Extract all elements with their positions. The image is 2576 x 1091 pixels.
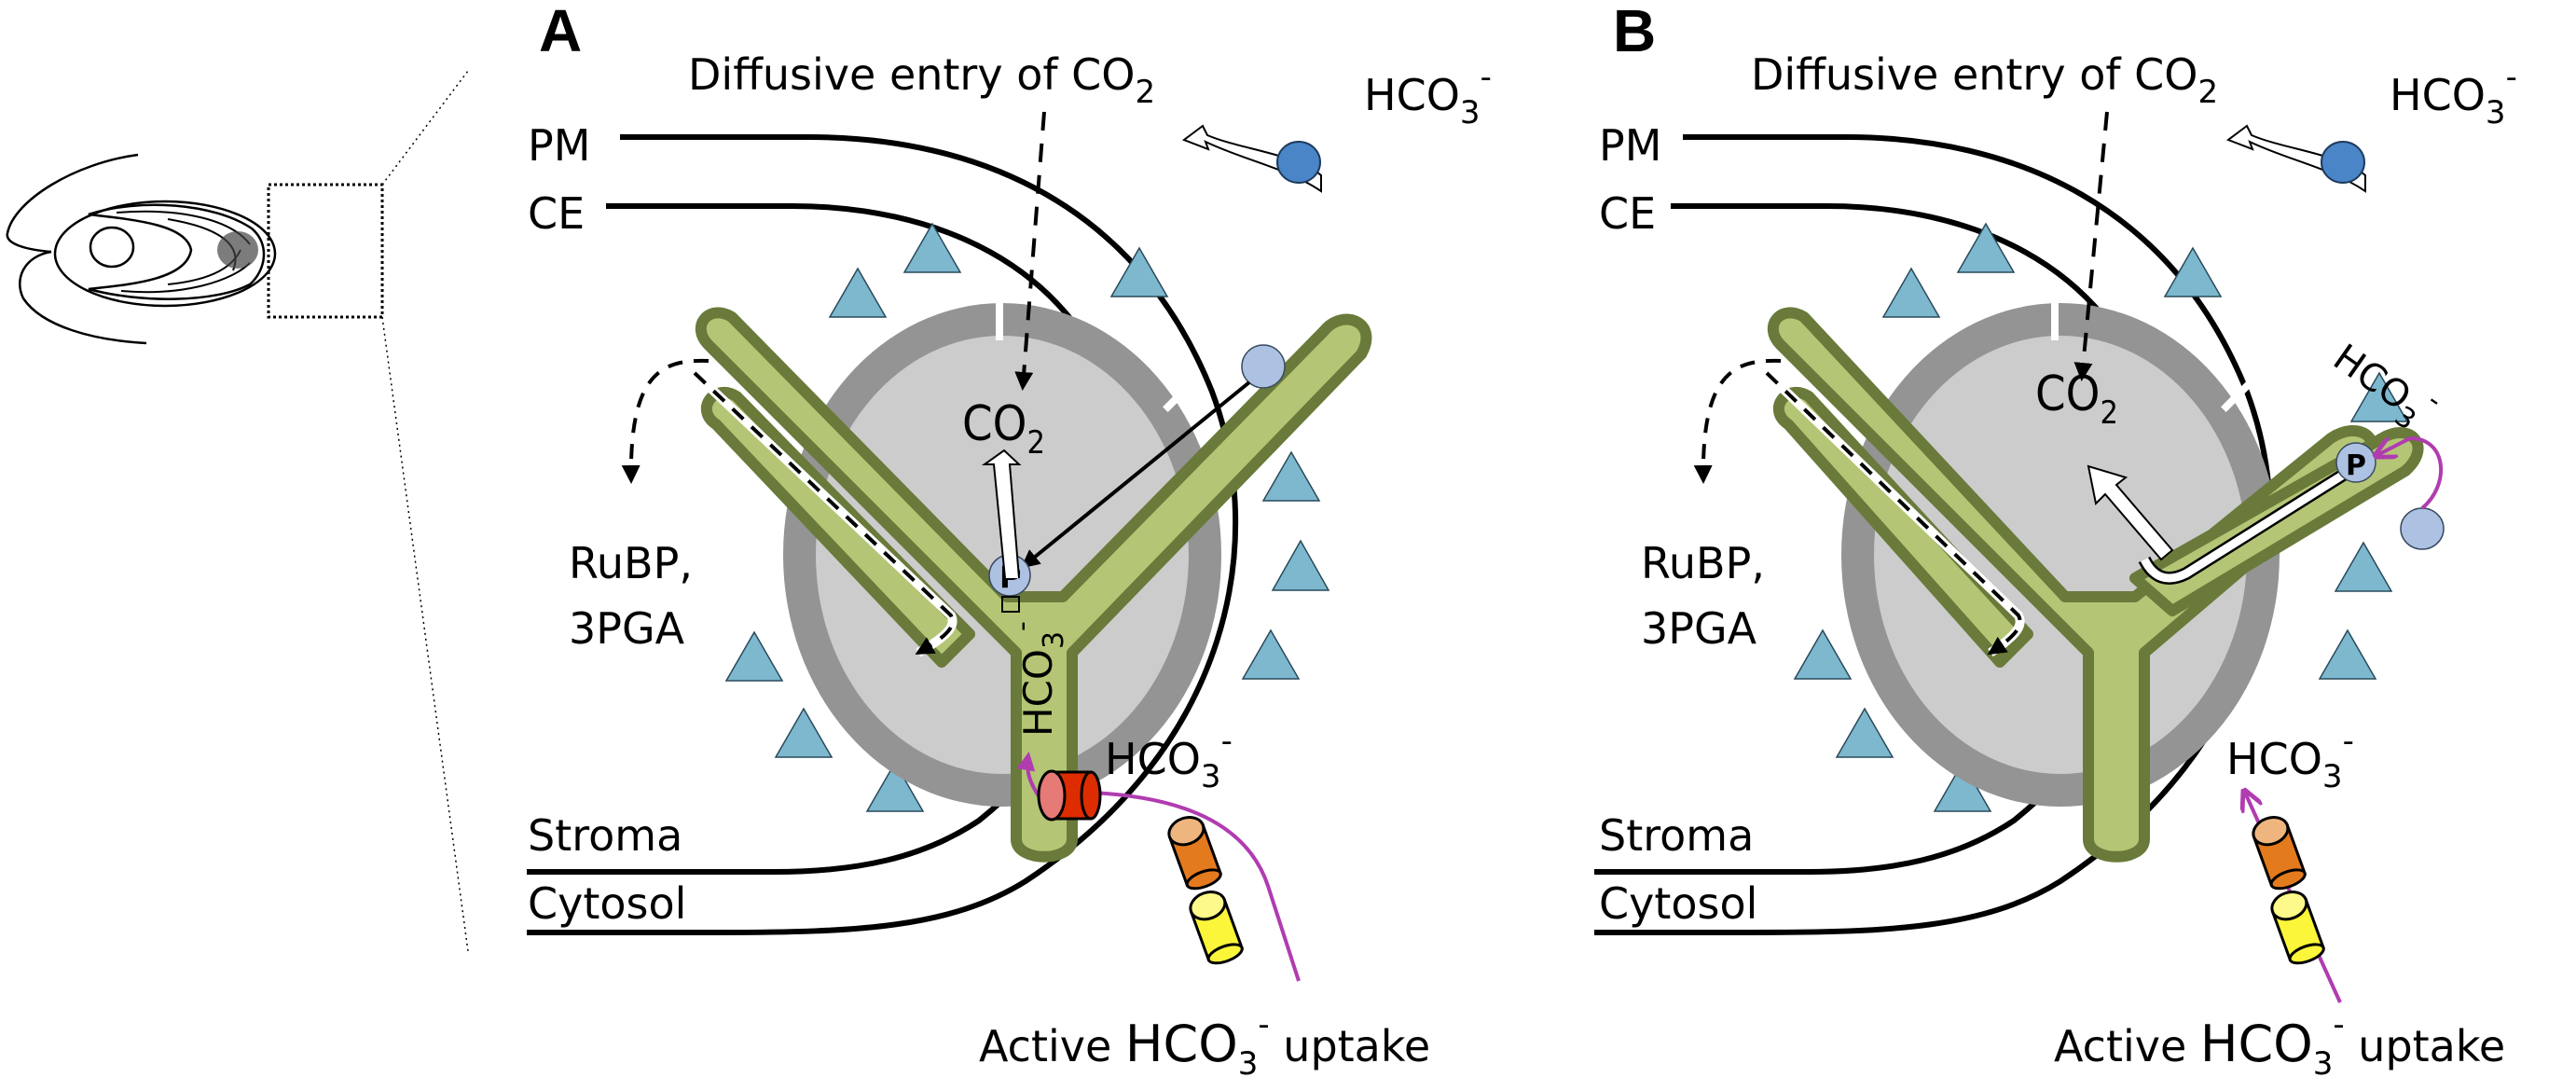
chloroplast-lamella — [120, 262, 251, 294]
p-bracket — [1001, 596, 1020, 613]
cytosol-label: Cytosol — [1599, 878, 1757, 929]
flagellum-lower — [19, 250, 147, 345]
hco3-stroma-label: HCO3- — [1105, 723, 1233, 795]
panel-b: B Diffusive entry of CO2 HCO3- PM CE — [1594, 0, 2517, 1083]
pm-label: PM — [528, 120, 590, 171]
active-uptake-label: Active HCO3- uptake — [979, 1006, 1430, 1083]
lcia-channel-icon — [2252, 815, 2307, 891]
rubisco-triangle — [1793, 628, 1853, 680]
zoom-guide-bottom — [381, 316, 469, 952]
stroma-label: Stroma — [1599, 810, 1754, 861]
hco3-carrier-distal-icon — [2400, 507, 2445, 550]
co2-diffusion-arrow — [1014, 111, 1046, 391]
zoom-region-box — [267, 183, 384, 319]
co2-pyrenoid-label: CO2 — [962, 396, 1045, 462]
nucleus — [89, 226, 135, 269]
sheath-gap — [1163, 380, 1194, 412]
rubisco-triangles — [724, 222, 1330, 812]
p-protein-icon — [2335, 442, 2376, 483]
ce-label: CE — [1599, 188, 1656, 239]
rubisco-triangle — [1881, 267, 1941, 318]
transfer-arrow — [1020, 380, 1251, 569]
bestrophin-channel-icon — [1037, 769, 1102, 822]
hco3-carrier-distal-icon — [1241, 344, 1286, 389]
stroma-label: Stroma — [528, 810, 682, 861]
rubisco-triangle — [1261, 450, 1321, 502]
co2-release-arrow — [981, 449, 1022, 579]
hco3-pump-path — [1090, 791, 1301, 982]
pyrenoid — [1841, 303, 2280, 807]
rubisco-triangle — [1109, 246, 1169, 297]
sheath-gap — [2051, 303, 2059, 340]
cell-overview-sketch — [6, 153, 277, 345]
pyrenoid-speckle — [217, 231, 258, 269]
carrier-transfer-arrow — [2377, 435, 2444, 510]
co2-diffusion-arrow — [2073, 111, 2109, 381]
active-uptake-label: Active HCO3- uptake — [2054, 1006, 2505, 1083]
ce-label: CE — [528, 188, 585, 239]
lcia-channel-icon — [1167, 815, 1222, 891]
lci-transporter-icon — [1276, 141, 1321, 184]
hla3-transporter-icon — [2270, 890, 2325, 965]
thylakoid-network — [695, 307, 1372, 863]
lumen-channel-fill — [2140, 467, 2352, 583]
hco3-external-label: HCO3- — [2390, 59, 2517, 131]
diffusive-entry-label: Diffusive entry of CO2 — [688, 49, 1155, 111]
hco3-tubule-label: HCO3- — [1006, 621, 1070, 737]
rubisco-triangle — [1271, 539, 1330, 591]
panel-a: A Diffusive entry of CO2 HCO3- PM CE — [527, 0, 1492, 1083]
cell-body — [53, 200, 277, 308]
chloroplast-outer — [88, 203, 266, 300]
rubisco-triangle — [724, 630, 784, 682]
diffusive-entry-label: Diffusive entry of CO2 — [1751, 49, 2218, 111]
rubisco-triangle — [902, 222, 962, 273]
rubisco-triangles — [1793, 222, 2409, 812]
3pga-label: 3PGA — [569, 603, 685, 654]
rubisco-triangle — [2163, 246, 2223, 297]
pyrenoid-matrix — [1874, 336, 2247, 774]
rubp-lumen-arrow-dash — [1765, 371, 2022, 656]
p-protein-label: P — [2346, 449, 2366, 482]
cytosol-label: Cytosol — [528, 878, 686, 929]
rubisco-triangle — [2334, 541, 2393, 592]
rubisco-triangle — [1835, 707, 1894, 758]
panel-letter-b: B — [1613, 0, 1656, 64]
rubisco-triangle — [2318, 628, 2377, 680]
zoom-guide-top — [381, 70, 469, 186]
rubp-label: RuBP, — [1641, 538, 1765, 588]
hco3-external-label: HCO3- — [1364, 59, 1492, 131]
sheath-gap — [996, 303, 1003, 340]
rubp-loop-arrow — [621, 358, 709, 484]
rubisco-triangle — [774, 707, 833, 758]
rubisco-triangle — [828, 267, 888, 318]
lci-transporter-icon — [2321, 141, 2365, 184]
thylakoid-tubule-upper-left — [695, 307, 1372, 863]
rubp-label: RuBP, — [569, 538, 693, 588]
hco3-stroma-label: HCO3- — [2226, 723, 2354, 795]
rubisco-triangle — [1956, 222, 2016, 273]
hco3-tubule-label: HCO3- — [2321, 326, 2448, 443]
rubp-lumen-arrow-dash — [693, 371, 955, 655]
rubp-loop-arrow — [1693, 358, 1782, 484]
pm-label: PM — [1599, 120, 1661, 171]
sheath-gap — [2221, 380, 2252, 412]
panel-letter-a: A — [539, 0, 582, 64]
hla3-transporter-icon — [1189, 890, 1244, 965]
rubisco-triangle — [1241, 628, 1301, 680]
plasma-membrane — [527, 134, 1239, 935]
rubisco-triangle — [2349, 371, 2409, 422]
3pga-label: 3PGA — [1641, 603, 1757, 654]
co2-release-arrow — [2087, 464, 2174, 561]
flagellum-upper — [6, 153, 139, 254]
rubisco-triangle — [865, 761, 925, 812]
